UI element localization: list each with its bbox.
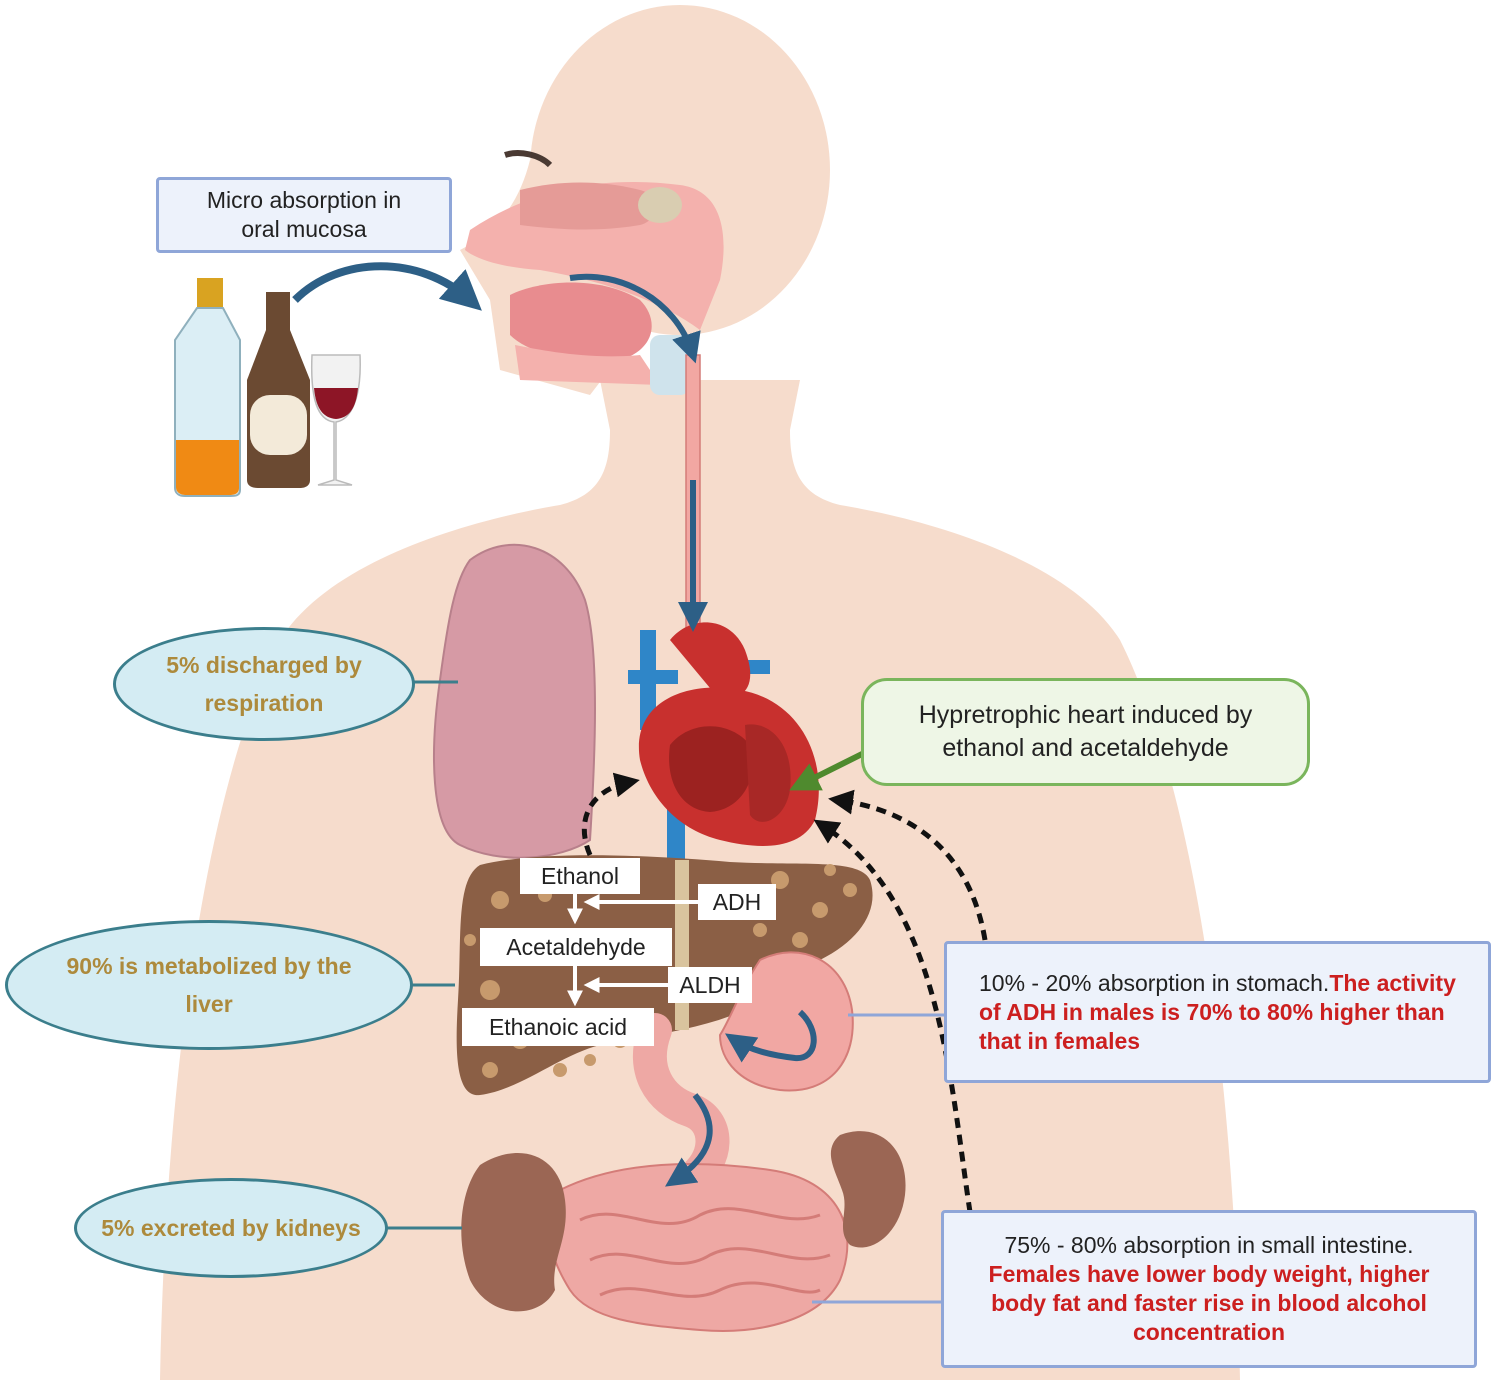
intake-arrow <box>292 262 482 311</box>
heart-effect-arrow <box>789 749 868 791</box>
stomach-absorption-label: 10% - 20% absorption in stomach.The acti… <box>944 941 1491 1083</box>
right-kidney <box>830 1131 906 1248</box>
kidneys-oval: 5% excreted by kidneys <box>74 1178 388 1278</box>
respiration-oval: 5% discharged by respiration <box>113 627 415 741</box>
lung <box>433 543 596 859</box>
stomach-plain-text: 10% - 20% absorption in stomach. <box>979 969 1330 996</box>
oral-absorption-label: Micro absorption in oral mucosa <box>156 177 452 253</box>
respiration-text: 5% discharged by respiration <box>166 652 362 716</box>
head-cross-section <box>465 150 724 395</box>
duodenum <box>633 1013 730 1197</box>
stomach-to-heart-arrow <box>828 789 988 941</box>
ethanoic-acid-label: Ethanoic acid <box>462 1008 654 1046</box>
intestine-absorption-text: 75% - 80% absorption in small intestine.… <box>978 1231 1440 1347</box>
intestine-highlight-text: Females have lower body weight, higher b… <box>988 1261 1430 1345</box>
intestine-to-heart-arrow <box>813 819 973 1213</box>
oral-absorption-text: Micro absorption in oral mucosa <box>206 187 402 242</box>
metabolism-arrows <box>567 893 700 1007</box>
stomach-absorption-text: 10% - 20% absorption in stomach.The acti… <box>979 969 1456 1056</box>
aldh-label: ALDH <box>668 967 752 1003</box>
intestine-plain-text: 75% - 80% absorption in small intestine. <box>1004 1232 1414 1258</box>
liver-oval: 90% is metabolized by the liver <box>5 920 413 1050</box>
left-kidney <box>461 1152 566 1312</box>
swallow-arrow <box>569 273 701 364</box>
liver-text: 90% is metabolized by the liver <box>66 953 352 1017</box>
intestine-arrow <box>665 1093 713 1187</box>
intestine-absorption-label: 75% - 80% absorption in small intestine.… <box>941 1210 1477 1368</box>
small-intestine <box>546 1163 849 1332</box>
stomach-arrow <box>725 1009 817 1063</box>
adh-label: ADH <box>698 884 776 920</box>
kidneys-text: 5% excreted by kidneys <box>101 1215 361 1241</box>
heart <box>628 622 819 860</box>
stomach-highlight-text: The activity of ADH in males is 70% to 8… <box>979 969 1456 1054</box>
acetaldehyde-label: Acetaldehyde <box>480 928 672 966</box>
heart-effect-label: Hypretrophic heart induced by ethanol an… <box>861 678 1310 786</box>
ethanol-label: Ethanol <box>520 858 640 894</box>
liver-to-heart-arrow <box>581 772 640 856</box>
connector-lines <box>386 680 944 1304</box>
heart-effect-text: Hypretrophic heart induced by ethanol an… <box>918 701 1253 762</box>
bottles-icon <box>174 278 361 497</box>
